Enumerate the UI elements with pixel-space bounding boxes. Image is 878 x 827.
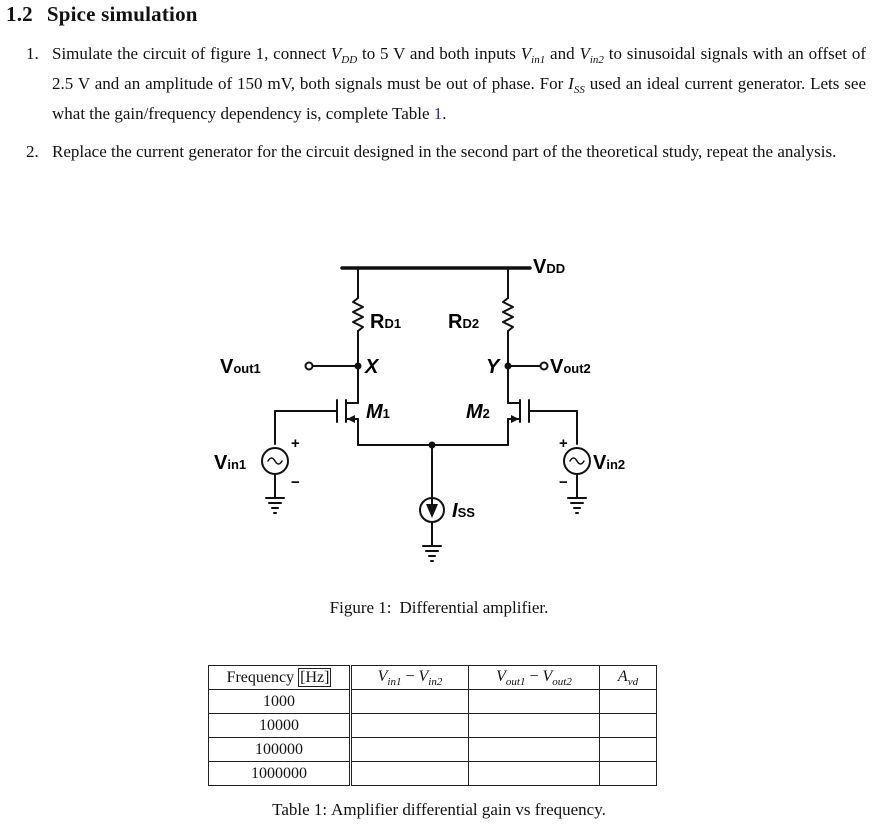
iss-label: ISS (452, 500, 475, 522)
header-vout-diff: Vout1 − Vout2 (468, 665, 600, 690)
rd1-label: RD1 (370, 311, 401, 333)
item-text: Replace the current generator for the ci… (52, 142, 837, 161)
cell-frequency: 1000 (208, 689, 352, 714)
table-header-row: Frequency [Hz] Vin1 − Vin2 Vout1 − Vout2… (208, 665, 657, 690)
table-row: 10000 (208, 713, 657, 738)
gain-frequency-table: Frequency [Hz] Vin1 − Vin2 Vout1 − Vout2… (208, 665, 657, 786)
vin2-plus-sign: + (559, 435, 568, 452)
item-text: used an ideal current generator. Lets se… (52, 74, 866, 123)
vdd-label: VDD (533, 256, 565, 278)
cell-avd (599, 713, 657, 738)
cell-avd (599, 737, 657, 762)
rd2-resistor (502, 297, 514, 332)
vin1-label: Vin1 (214, 452, 246, 474)
item-text: Simulate the circuit of figure 1, connec… (52, 44, 331, 63)
cell-vout-diff (468, 713, 600, 738)
vin2-label: Vin2 (593, 452, 625, 474)
instruction-item-1: 1. Simulate the circuit of figure 1, con… (26, 44, 867, 123)
vin2-minus-sign: − (559, 474, 568, 491)
math-iss: ISS (568, 74, 585, 96)
cell-frequency: 100000 (208, 737, 352, 762)
cell-vout-diff (468, 761, 600, 786)
math-vin2: Vin2 (579, 44, 604, 66)
m1-source-arrow (347, 415, 355, 423)
item-text: to 5 V and both inputs (357, 44, 521, 63)
item-text: and (545, 44, 580, 63)
vin1-plus-sign: + (291, 435, 300, 452)
m2-source-arrow (511, 415, 519, 423)
node-x-label: X (364, 356, 380, 378)
section-number: 1.2 (6, 2, 33, 26)
m2-label: M2 (466, 401, 490, 423)
instruction-list: 1. Simulate the circuit of figure 1, con… (26, 42, 866, 164)
ground-symbol (265, 497, 285, 514)
table-row: 1000000 (208, 761, 657, 786)
vout1-terminal (304, 361, 314, 371)
header-vin-diff: Vin1 − Vin2 (350, 665, 469, 690)
section-title: Spice simulation (46, 2, 198, 26)
cell-vin-diff (350, 713, 469, 738)
table-caption-label: Table 1: (272, 800, 328, 819)
ground-symbol (422, 545, 442, 562)
cell-vin-diff (350, 689, 469, 714)
math-vdd: VDD (330, 44, 358, 66)
node-x-dot (354, 362, 362, 370)
header-frequency: Frequency [Hz] (208, 665, 352, 690)
section-heading: 1.2 Spice simulation (6, 2, 198, 27)
cell-avd (599, 761, 657, 786)
item-marker: 2. (26, 142, 39, 161)
math-vin1: Vin1 (520, 44, 546, 66)
cell-vin-diff (350, 761, 469, 786)
vout1-label: Vout1 (220, 356, 261, 378)
rd2-label: RD2 (448, 311, 479, 333)
cell-frequency: 10000 (208, 713, 352, 738)
cell-vout-diff (468, 737, 600, 762)
table-row: 1000 (208, 689, 657, 714)
header-avd: Avd (599, 665, 657, 690)
cell-vout-diff (468, 689, 600, 714)
cell-vin-diff (350, 737, 469, 762)
cell-avd (599, 689, 657, 714)
figure-caption-text: Differential amplifier. (399, 598, 549, 617)
vin1-minus-sign: − (291, 474, 300, 491)
iss-arrow (426, 504, 438, 518)
differential-amplifier-schematic: VDD RD1 RD2 Vout1 Vout2 X Y M1 M2 Vin1 V… (214, 256, 625, 562)
m1-label: M1 (366, 401, 390, 423)
table-row: 100000 (208, 737, 657, 762)
figure-caption: Figure 1: Differential amplifier. (0, 598, 878, 618)
vout2-label: Vout2 (550, 356, 591, 378)
table-reference-link[interactable]: 1 (433, 104, 443, 123)
item-text: to sinusoidal signals with an offset of … (52, 44, 867, 93)
vout2-terminal (539, 361, 549, 371)
node-y-label: Y (486, 356, 501, 378)
figure-caption-label: Figure 1: (329, 598, 392, 617)
rd1-resistor (352, 297, 364, 332)
table-caption: Table 1:Amplifier differential gain vs f… (0, 800, 878, 820)
table-caption-text: Amplifier differential gain vs frequency… (331, 800, 606, 819)
node-y-dot (504, 362, 512, 370)
cell-frequency: 1000000 (208, 761, 352, 786)
tail-node-dot (428, 441, 436, 449)
ground-symbol (567, 497, 587, 514)
instruction-item-2: 2. Replace the current generator for the… (26, 140, 866, 164)
item-marker: 1. (26, 44, 39, 63)
